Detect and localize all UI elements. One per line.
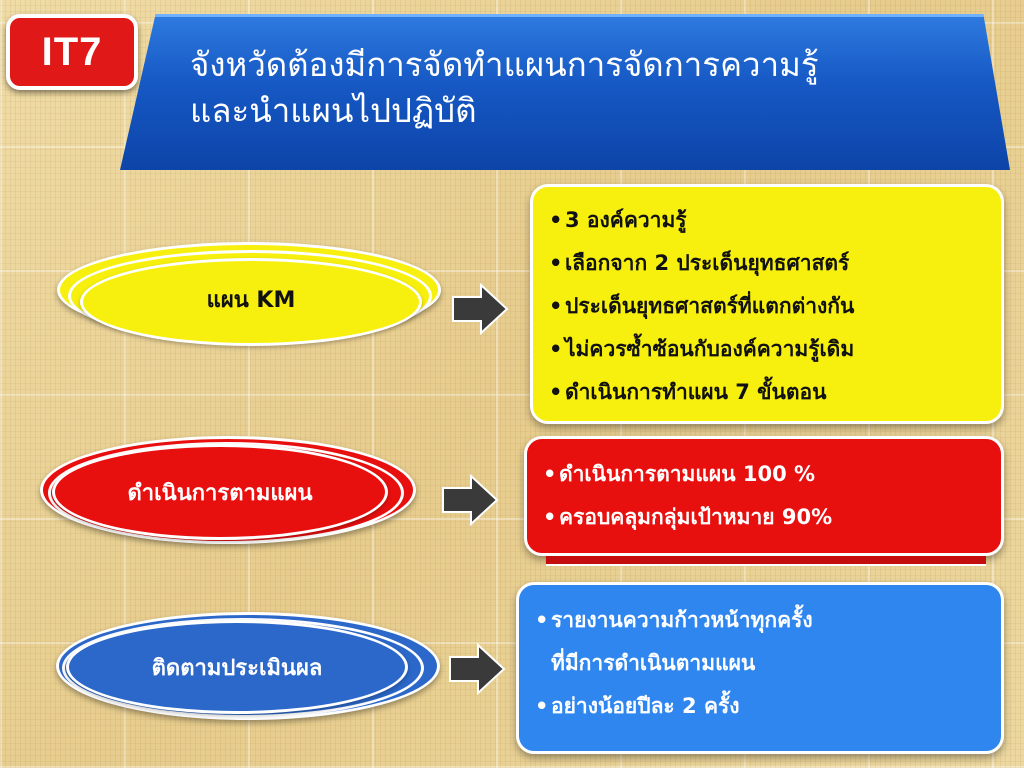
km-plan-details-box: •3 องค์ความรู้ •เลือกจาก 2 ประเด็นยุทธศา…	[530, 184, 1004, 424]
bullet-item: •ไม่ควรซ้ำซ้อนกับองค์ความรู้เดิม	[549, 337, 855, 361]
bullet-item: •เลือกจาก 2 ประเด็นยุทธศาสตร์	[549, 251, 850, 275]
execute-plan-box-shadow-strip	[546, 556, 986, 566]
page-title: จังหวัดต้องมีการจัดทำแผนการจัดการความรู้…	[190, 42, 980, 134]
execute-plan-ellipse-front	[52, 444, 388, 540]
evaluate-label: ติดตามประเมินผล	[151, 655, 323, 681]
bullet-item: •3 องค์ความรู้	[549, 208, 687, 232]
execute-plan-details-box: •ดำเนินการตามแผน 100 % •ครอบคลุมกลุ่มเป้…	[524, 436, 1004, 556]
km-plan-label: แผน KM	[206, 287, 296, 313]
bullet-item: •อย่างน้อยปีละ 2 ครั้ง	[535, 694, 740, 718]
bullet-item: •ดำเนินการตามแผน 100 %	[543, 462, 816, 486]
title-line-1: จังหวัดต้องมีการจัดทำแผนการจัดการความรู้	[190, 45, 819, 84]
evaluate-details-box: •รายงานความก้าวหน้าทุกครั้ง ที่มีการดำเน…	[516, 582, 1004, 754]
arrow-right-icon	[452, 283, 509, 335]
arrow-right-icon	[442, 474, 499, 526]
evaluate-ellipse-front	[66, 620, 408, 714]
arrow-right-icon	[449, 643, 506, 695]
title-line-2: และนำแผนไปปฏิบัติ	[190, 91, 477, 130]
bullet-item: •รายงานความก้าวหน้าทุกครั้ง	[535, 608, 813, 632]
km-plan-ellipse-front	[80, 258, 422, 346]
bullet-item: •ประเด็นยุทธศาสตร์ที่แตกต่างกัน	[549, 294, 855, 318]
title-banner	[120, 14, 1010, 170]
execute-plan-label: ดำเนินการตามแผน	[127, 480, 313, 506]
bullet-item: •ครอบคลุมกลุ่มเป้าหมาย 90%	[543, 505, 833, 529]
it7-badge: IT7	[6, 14, 138, 90]
bullet-item: ที่มีการดำเนินตามแผน	[551, 651, 756, 675]
bullet-item: •ดำเนินการทำแผน 7 ขั้นตอน	[549, 380, 827, 404]
